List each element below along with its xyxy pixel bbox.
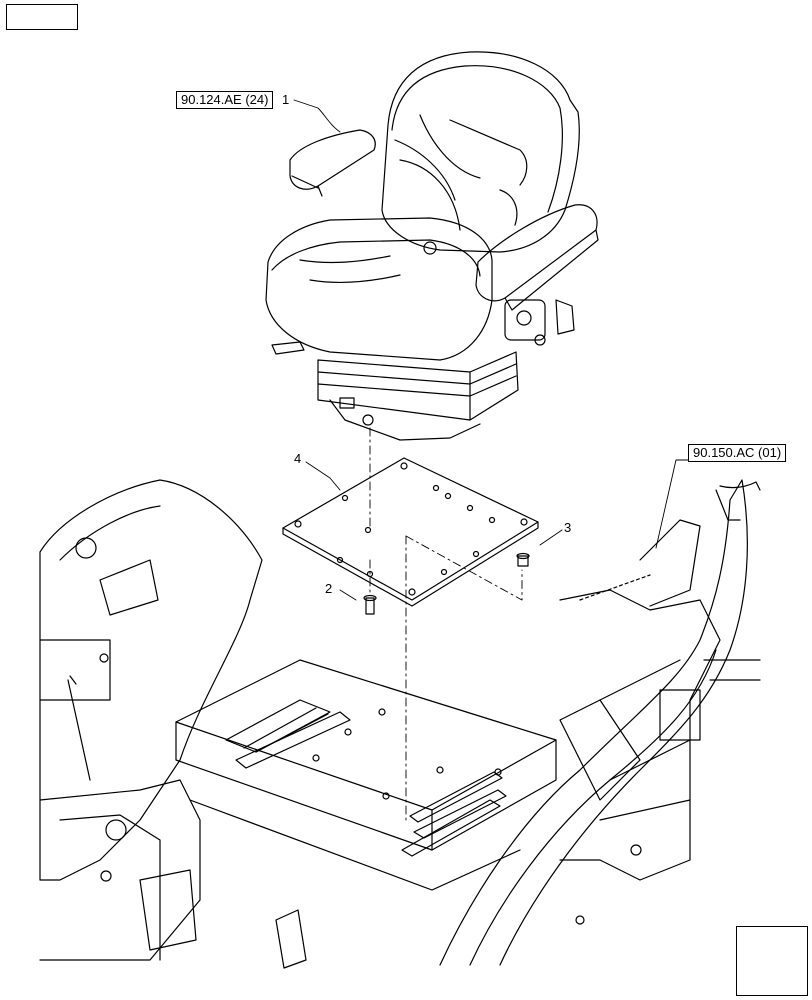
leader-lines — [293, 99, 693, 601]
next-page-icon-frame[interactable] — [736, 926, 808, 996]
mounting-plate — [282, 457, 539, 607]
cab-frame — [39, 479, 761, 969]
seat-assembly — [265, 51, 599, 441]
callout-4: 4 — [294, 451, 302, 466]
bolt-3 — [516, 552, 530, 567]
callout-3: 3 — [564, 520, 572, 535]
bolt-2 — [363, 594, 377, 615]
callout-2: 2 — [325, 581, 333, 596]
seat-reference-label[interactable]: 90.124.AE (24) — [176, 91, 274, 109]
floor-slots — [225, 699, 507, 857]
book-icon-frame[interactable] — [6, 4, 78, 30]
callout-1: 1 — [282, 92, 290, 107]
frame-reference-label[interactable]: 90.150.AC (01) — [688, 444, 787, 462]
